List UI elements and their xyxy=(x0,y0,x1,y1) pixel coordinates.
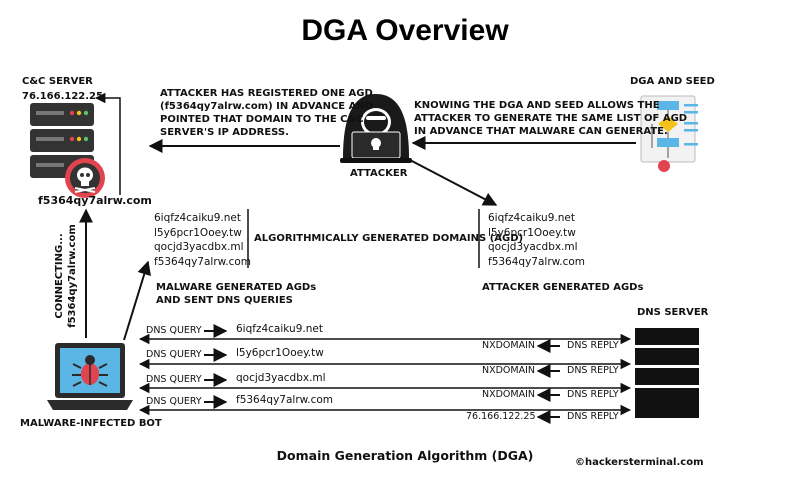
dns-query-domain: 6iqfz4caiku9.net xyxy=(236,323,323,335)
dns-query-domain: l5y6pcr1Ooey.tw xyxy=(236,347,324,359)
attacker-note: ATTACKER HAS REGISTERED ONE AGD (f5364qy… xyxy=(160,88,374,138)
connecting-label: CONNECTING... f5364qy7alrw.com xyxy=(54,224,78,328)
list-item: 6iqfz4caiku9.net xyxy=(488,212,575,224)
laptop-icon xyxy=(47,343,133,410)
dns-query-label: DNS QUERY xyxy=(146,374,202,385)
dns-server-icon xyxy=(635,328,699,418)
agd-label: ALGORITHMICALLY GENERATED DOMAINS (AGD) xyxy=(254,233,524,244)
dga-seed-label: DGA AND SEED xyxy=(630,76,715,87)
dns-response: NXDOMAIN xyxy=(482,340,536,351)
dns-reply-label: DNS REPLY xyxy=(567,389,619,400)
hacker-icon xyxy=(340,94,412,163)
dns-row-1 xyxy=(138,324,632,353)
connector-cc-domain xyxy=(94,92,121,195)
dns-query-label: DNS QUERY xyxy=(146,349,202,360)
malware-agd-label: MALWARE GENERATED AGDs AND SENT DNS QUER… xyxy=(156,282,317,306)
arrow-bot-to-agd xyxy=(123,260,151,341)
bug-icon xyxy=(72,355,108,387)
list-item: l5y6pcr1Ooey.tw xyxy=(154,226,242,239)
list-item: l5y6pcr1Ooey.tw xyxy=(488,226,576,239)
bot-label: MALWARE-INFECTED BOT xyxy=(20,418,162,429)
dns-query-label: DNS QUERY xyxy=(146,396,202,407)
dns-response: NXDOMAIN xyxy=(482,389,536,400)
attacker-label: ATTACKER xyxy=(350,168,408,179)
attacker-domain-list: 6iqfz4caiku9.net l5y6pcr1Ooey.tw qocjd3y… xyxy=(488,211,585,269)
list-item: f5364qy7alrw.com xyxy=(488,255,586,268)
dns-query-domain: qocjd3yacdbx.ml xyxy=(236,372,326,384)
list-item: f5364qy7alrw.com xyxy=(154,255,252,268)
dns-query-label: DNS QUERY xyxy=(146,325,202,336)
list-item: qocjd3yacdbx.ml xyxy=(154,241,244,253)
dns-response: 76.166.122.25 xyxy=(466,411,536,422)
server-rack-icon xyxy=(30,103,94,178)
dns-server-label: DNS SERVER xyxy=(637,307,709,318)
dns-row-2 xyxy=(138,348,632,378)
skull-icon xyxy=(65,158,105,198)
credit: ©hackersterminal.com xyxy=(575,457,704,468)
dns-row-4 xyxy=(138,395,632,424)
flowchart-icon xyxy=(640,95,698,172)
dns-reply-label: DNS REPLY xyxy=(567,365,619,376)
attacker-agd-label: ATTACKER GENERATED AGDs xyxy=(482,282,644,293)
malware-domain-list: 6iqfz4caiku9.net l5y6pcr1Ooey.tw qocjd3y… xyxy=(154,211,251,269)
cc-server-ip: 76.166.122.25 xyxy=(22,91,103,102)
dns-reply-label: DNS REPLY xyxy=(567,411,619,422)
cc-server-domain: f5364qy7alrw.com xyxy=(38,194,152,207)
arrow-attacker-to-agd xyxy=(409,159,498,206)
dns-query-domain: f5364qy7alrw.com xyxy=(236,394,334,406)
page-title: DGA Overview xyxy=(301,14,509,47)
cc-server-label: C&C SERVER xyxy=(22,76,93,87)
list-item: qocjd3yacdbx.ml xyxy=(488,241,578,253)
dns-row-3 xyxy=(138,373,632,402)
dns-response: NXDOMAIN xyxy=(482,365,536,376)
dga-seed-note: KNOWING THE DGA AND SEED ALLOWS THE ATTA… xyxy=(414,100,688,137)
dns-reply-label: DNS REPLY xyxy=(567,340,619,351)
diagram-caption: Domain Generation Algorithm (DGA) xyxy=(276,448,534,463)
list-item: 6iqfz4caiku9.net xyxy=(154,212,241,224)
